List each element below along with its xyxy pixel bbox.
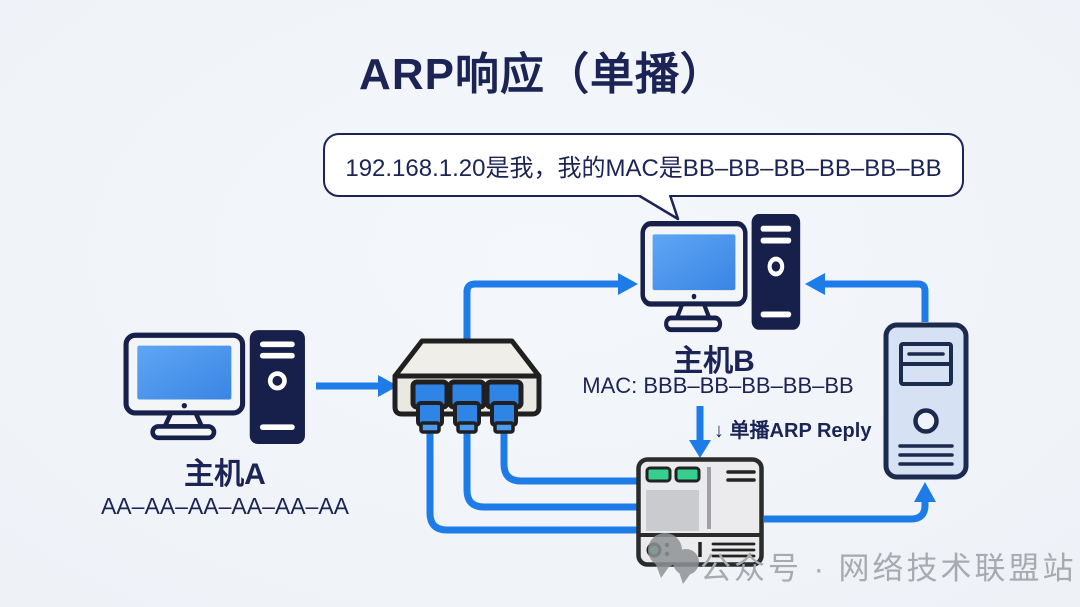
speech-bubble-text: 192.168.1.20是我，我的MAC是BB–BB–BB–BB–BB–BB (345, 154, 942, 182)
tower-icon (249, 330, 305, 444)
network-switch-icon (392, 338, 542, 434)
host-b-mac-address: MAC: BBB–BB–BB–BB–BB (582, 373, 854, 398)
server-tower-icon (883, 322, 969, 480)
arrow-router-to-server (764, 482, 936, 523)
watermark-text: 公众号 · 网络技术联盟站 (700, 551, 1077, 586)
monitor-icon (123, 332, 246, 441)
arrow-switch-to-host-b (463, 273, 638, 344)
switch-ports (410, 379, 524, 434)
page-title: ARP响应（单播） (359, 50, 725, 99)
router-leds (645, 466, 701, 483)
arrow-host-a-to-switch (316, 375, 398, 397)
cables-switch-to-router (426, 426, 638, 534)
speech-bubble-tail-icon (637, 194, 680, 220)
arrow-reply-down (689, 406, 711, 458)
host-b-computer-icon (640, 214, 801, 333)
speech-bubble: 192.168.1.20是我，我的MAC是BB–BB–BB–BB–BB–BB (323, 133, 964, 197)
arrow-server-to-host-b (805, 273, 929, 322)
host-a-label: 主机A (184, 458, 266, 491)
host-b-label: 主机B (673, 345, 755, 378)
unicast-arp-reply-label: ↓ 单播ARP Reply (714, 420, 872, 442)
monitor-icon (640, 220, 748, 333)
chat-bubbles-icon (648, 533, 699, 584)
host-a-mac-address: AA–AA–AA–AA–AA–AA (100, 493, 350, 519)
tower-icon (751, 214, 801, 330)
host-a-computer-icon (123, 330, 305, 444)
